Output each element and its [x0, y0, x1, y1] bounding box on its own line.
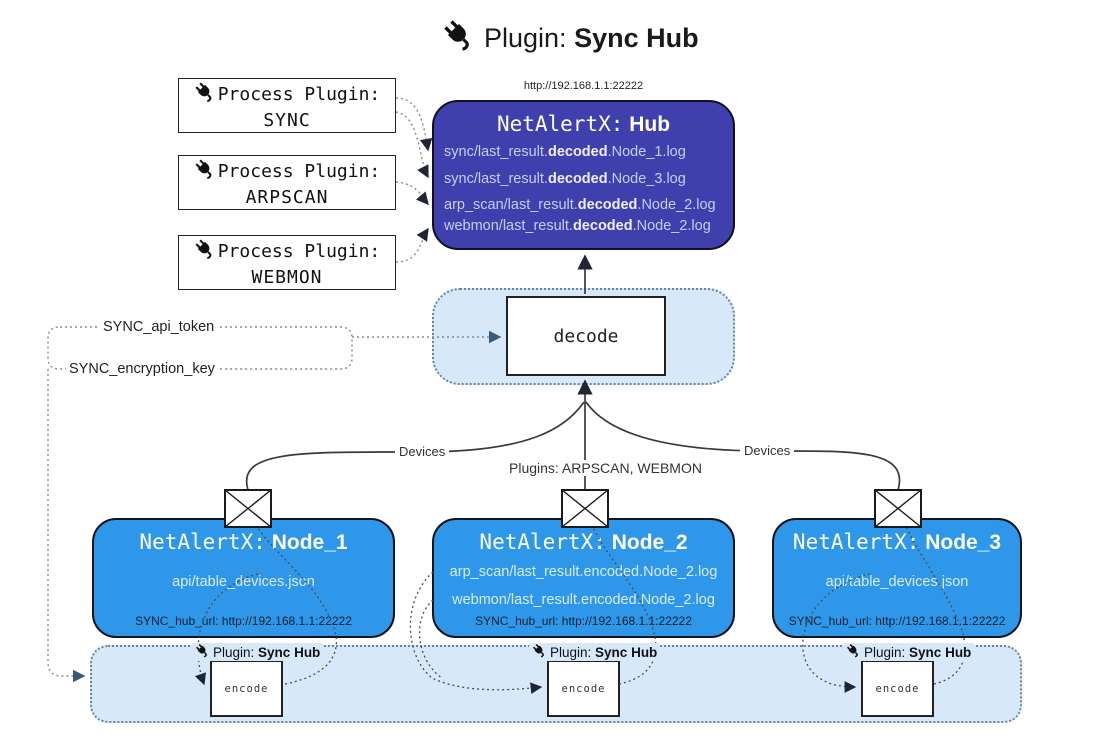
- process-plugin-name: SYNC: [263, 109, 311, 131]
- plug-icon: [194, 238, 216, 265]
- title-prefix: Plugin:: [484, 23, 567, 53]
- process-plugin-name: ARPSCAN: [245, 186, 329, 208]
- node3-title: NetAlertX: Node_3: [792, 530, 1002, 554]
- plugin-connectors: [395, 97, 433, 263]
- plug-icon: [194, 158, 216, 185]
- decode-box: decode: [506, 296, 666, 376]
- node3-box: NetAlertX: Node_3 api/table_devices.json…: [772, 518, 1022, 638]
- encode-box-node2: encode: [547, 660, 620, 717]
- node2-file: arp_scan/last_result.encoded.Node_2.log: [449, 564, 718, 580]
- process-plugin-name: WEBMON: [251, 266, 323, 288]
- encode-box-node3: encode: [861, 660, 934, 717]
- encode-label: encode: [224, 682, 269, 695]
- encode-label: encode: [875, 682, 920, 695]
- encode-box-node1: encode: [210, 660, 283, 717]
- node1-box: NetAlertX: Node_1 api/table_devices.json…: [92, 518, 395, 638]
- hub-log-line: arp_scan/last_result.decoded.Node_2.log: [444, 197, 716, 213]
- plug-icon: [532, 643, 547, 661]
- node2-file: webmon/last_result.encoded.Node_2.log: [452, 592, 715, 608]
- sync-api-token-label: SYNC_api_token: [100, 319, 218, 335]
- plugins-label-mid: Plugins: ARPSCAN, WEBMON: [505, 460, 706, 476]
- node2-title: NetAlertX: Node_2: [479, 530, 688, 554]
- node2-hub-url: SYNC_hub_url: http://192.168.1.1:22222: [475, 614, 692, 628]
- edge-sync-to-log2: [395, 111, 429, 179]
- plug-icon: [442, 18, 476, 59]
- band-plugin-label-node1: Plugin: Sync Hub: [192, 643, 324, 661]
- devices-label-left: Devices: [395, 444, 450, 459]
- hub-log-line: sync/last_result.decoded.Node_1.log: [444, 144, 686, 160]
- title-bold: Sync Hub: [574, 23, 699, 53]
- plug-icon: [846, 643, 861, 661]
- plug-icon: [194, 81, 216, 108]
- hub-box: NetAlertX: Hub sync/last_result.decoded.…: [432, 100, 735, 250]
- hub-log-line: webmon/last_result.decoded.Node_2.log: [444, 218, 711, 234]
- node1-hub-url: SYNC_hub_url: http://192.168.1.1:22222: [135, 614, 352, 628]
- process-plugin-label: Process Plugin:: [217, 83, 381, 105]
- node1-title: NetAlertX: Node_1: [139, 530, 348, 554]
- edge-sync-to-log1: [395, 97, 433, 152]
- decode-label: decode: [553, 325, 619, 347]
- node3-hub-url: SYNC_hub_url: http://192.168.1.1:22222: [788, 614, 1006, 628]
- edge-keys-to-encode-band: [47, 369, 86, 683]
- plug-icon: [195, 643, 210, 661]
- hub-log-line: sync/last_result.decoded.Node_3.log: [444, 171, 686, 187]
- node3-file: api/table_devices.json: [825, 574, 969, 590]
- edge-webmon-to-log4: [395, 227, 429, 263]
- node2-box: NetAlertX: Node_2 arp_scan/last_result.e…: [432, 518, 735, 638]
- hub-title: NetAlertX: Hub: [434, 112, 733, 137]
- process-plugin-arpscan-box: Process Plugin: ARPSCAN: [178, 155, 396, 210]
- hub-title-bold: Hub: [629, 113, 671, 136]
- process-plugin-label: Process Plugin:: [217, 240, 381, 262]
- process-plugin-webmon-box: Process Plugin: WEBMON: [178, 235, 396, 290]
- node1-file: api/table_devices.json: [172, 574, 315, 590]
- band-plugin-label-node3: Plugin: Sync Hub: [843, 643, 975, 661]
- page-title: Plugin: Sync Hub: [442, 18, 699, 59]
- hub-title-prefix: NetAlertX:: [496, 112, 624, 136]
- hub-url-label: http://192.168.1.1:22222: [523, 80, 644, 92]
- edge-arpscan-to-log3: [395, 181, 429, 206]
- process-plugin-sync-box: Process Plugin: SYNC: [178, 78, 396, 133]
- page-title-text: Plugin: Sync Hub: [484, 23, 699, 54]
- band-plugin-label-node2: Plugin: Sync Hub: [529, 643, 661, 661]
- encode-label: encode: [561, 682, 606, 695]
- sync-encryption-key-label: SYNC_encryption_key: [66, 361, 218, 377]
- devices-label-right: Devices: [740, 443, 795, 458]
- process-plugin-label: Process Plugin:: [217, 160, 381, 182]
